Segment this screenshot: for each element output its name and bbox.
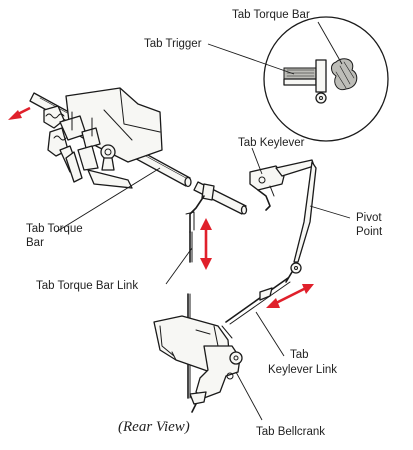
leader-tab-torque-bar [55, 167, 161, 233]
short-torque-bar [193, 181, 248, 215]
tab-keylever [249, 159, 317, 283]
leader-tab-trigger [207, 43, 295, 75]
label-tab-torque-bar-top: Tab Torque Bar [232, 9, 310, 21]
label-tab-trigger: Tab Trigger [144, 38, 202, 50]
tab-keylever-link [225, 277, 291, 325]
label-tab-torque-bar-line2: Bar [26, 237, 44, 249]
label-tab-keylever: Tab Keylever [238, 137, 305, 149]
leader-tab-torque-bar-top [317, 21, 343, 65]
detail-inset [263, 16, 389, 142]
leader-tab-torque-bar-link [165, 247, 193, 285]
label-tab-keylever-link-line1: Tab [290, 349, 309, 361]
leader-pivot-point [309, 205, 351, 219]
link-motion-arrow [200, 218, 212, 270]
leader-tab-bellcrank [235, 371, 263, 421]
caption-rear-view: (Rear View) [118, 419, 190, 435]
leader-tab-keylever-link [255, 311, 285, 357]
detail-inset-circle [263, 16, 389, 142]
torque-bar-assembly [29, 87, 192, 189]
detail-torque-bar-section [331, 58, 358, 91]
label-tab-bellcrank: Tab Bellcrank [256, 426, 325, 438]
detail-trigger-arm [315, 59, 327, 104]
tab-bellcrank [153, 293, 243, 413]
keylever-link-motion-arrow [266, 284, 314, 308]
torque-bar-motion-arrow [8, 106, 31, 120]
label-tab-torque-bar-link: Tab Torque Bar Link [36, 280, 138, 292]
label-tab-torque-bar-line1: Tab Torque [26, 223, 83, 235]
label-pivot-point-line2: Point [356, 226, 383, 238]
tab-torque-bar-link [185, 195, 205, 263]
label-pivot-point-line1: Pivot [356, 212, 382, 224]
label-tab-keylever-link-line2: Keylever Link [268, 364, 337, 376]
detail-tab-trigger [283, 67, 317, 86]
keylever-arm [293, 161, 317, 263]
leader-tab-keylever [251, 147, 263, 175]
